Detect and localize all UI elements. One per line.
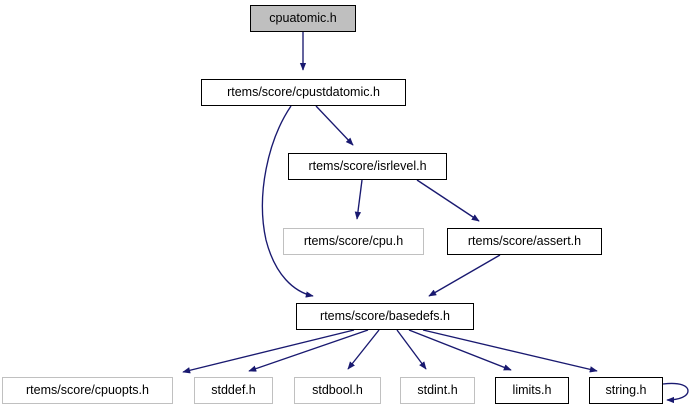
edge-basedefs-to-cpuopts [182, 329, 355, 374]
node-cpuatomic[interactable]: cpuatomic.h [250, 5, 356, 32]
node-rtems-score-cpustdatomic[interactable]: rtems/score/cpustdatomic.h [201, 79, 406, 106]
node-rtems-score-isrlevel[interactable]: rtems/score/isrlevel.h [288, 153, 447, 180]
node-label: rtems/score/cpuopts.h [26, 383, 149, 398]
node-label: rtems/score/isrlevel.h [308, 159, 427, 174]
node-rtems-score-cpu[interactable]: rtems/score/cpu.h [283, 228, 424, 255]
node-rtems-score-assert[interactable]: rtems/score/assert.h [447, 228, 602, 255]
edge-isrlevel-to-assert [416, 179, 480, 222]
edge-basedefs-to-limits [408, 329, 512, 371]
edge-basedefs-to-stddef [248, 329, 369, 372]
node-stdint[interactable]: stdint.h [400, 377, 475, 404]
node-label: cpuatomic.h [269, 11, 337, 26]
node-rtems-score-cpuopts[interactable]: rtems/score/cpuopts.h [2, 377, 173, 404]
node-label: rtems/score/cpustdatomic.h [227, 85, 380, 100]
node-string[interactable]: string.h [589, 377, 663, 404]
node-limits[interactable]: limits.h [495, 377, 569, 404]
node-label: string.h [605, 383, 647, 398]
edge-isrlevel-to-cpu [354, 179, 363, 220]
node-label: rtems/score/assert.h [467, 234, 582, 249]
edge-string-self-loop [662, 382, 689, 404]
edge-cpustdatomic-to-isrlevel [315, 105, 354, 146]
node-rtems-score-basedefs[interactable]: rtems/score/basedefs.h [296, 303, 474, 330]
edge-basedefs-to-stdint [396, 329, 427, 370]
node-label: stdint.h [417, 383, 458, 398]
node-label: limits.h [512, 383, 552, 398]
node-label: rtems/score/cpu.h [303, 234, 404, 249]
node-label: rtems/score/basedefs.h [320, 309, 450, 324]
node-label: stddef.h [211, 383, 256, 398]
node-stdbool[interactable]: stdbool.h [294, 377, 381, 404]
edge-basedefs-to-stdbool [347, 329, 380, 370]
node-label: stdbool.h [312, 383, 363, 398]
edge-assert-to-basedefs [428, 254, 501, 297]
node-stddef[interactable]: stddef.h [194, 377, 273, 404]
edge-cpustdatomic-to-basedefs [261, 105, 314, 298]
edge-basedefs-to-string [422, 329, 598, 373]
